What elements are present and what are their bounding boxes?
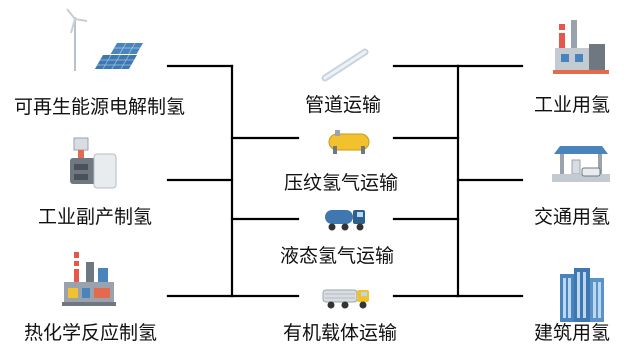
building-icon [560,268,604,322]
pipeline-icon [321,48,369,82]
transport-label-compressed: 压纹氢气运输 [284,172,399,194]
transport-label-liquid: 液态氢气运输 [280,245,395,267]
source-label-byproduct: 工业副产制氢 [38,206,153,228]
source-label-renewable: 可再生能源电解制氢 [14,96,186,118]
factory-icon [553,20,609,74]
source-label-thermochemical: 热化学反应制氢 [24,322,158,344]
chemical-plant-icon [62,252,116,306]
transport-label-pipeline: 管道运输 [305,94,382,116]
hydrogen-tank-icon [328,130,370,154]
industrial-machine-icon [70,137,117,189]
fuel-station-icon [552,146,610,182]
use-label-industry: 工业用氢 [534,94,611,116]
tube-trailer-icon [322,289,369,309]
wind-solar-icon [66,8,143,71]
use-label-transport: 交通用氢 [534,206,611,228]
use-label-building: 建筑用氢 [534,322,611,344]
tanker-truck-icon [325,210,365,231]
transport-label-organic: 有机载体运输 [283,322,398,344]
